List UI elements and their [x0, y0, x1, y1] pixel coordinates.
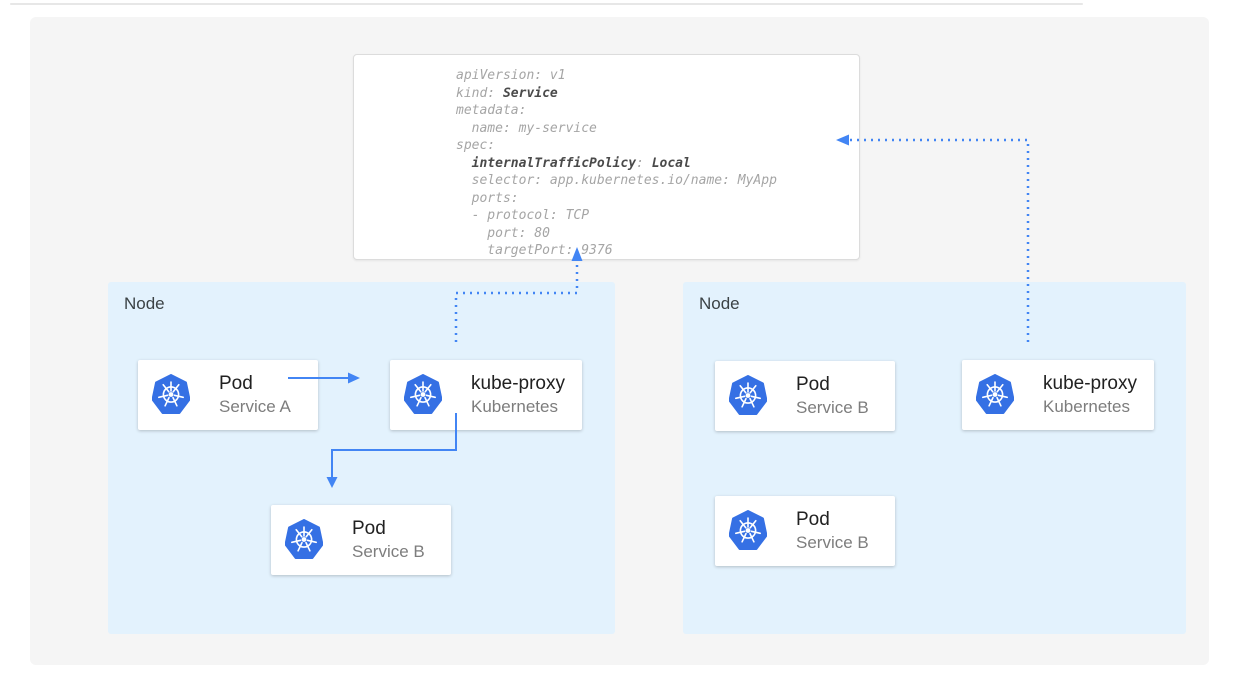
service-yaml-card: apiVersion: v1 kind: Service metadata: nam…: [353, 54, 860, 260]
yaml-line: kind: Service: [456, 85, 558, 101]
yaml-line: metadata:: [456, 103, 527, 118]
node-box-left: Node Pod Service A: [108, 282, 615, 634]
kubernetes-icon: [976, 374, 1014, 414]
card-pod-service-b-bottom: Pod Service B: [715, 496, 895, 566]
yaml-line: ports:: [456, 190, 519, 206]
card-title: Pod: [219, 373, 253, 394]
card-title: Pod: [796, 509, 830, 530]
card-pod-service-b-top: Pod Service B: [715, 361, 895, 431]
card-title: Pod: [796, 374, 830, 395]
card-text: Pod Service B: [796, 508, 869, 554]
card-kube-proxy-left: kube-proxy Kubernetes: [390, 360, 582, 430]
yaml-line: port: 80: [456, 225, 550, 241]
node-box-right: Node Pod Service B: [683, 282, 1186, 634]
card-subtitle: Service B: [796, 533, 869, 552]
node-label: Node: [124, 294, 165, 313]
kubernetes-icon: [729, 510, 767, 550]
yaml-line: name: my-service: [456, 120, 597, 136]
yaml-line: apiVersion: v1: [456, 68, 566, 83]
card-text: kube-proxy Kubernetes: [1043, 372, 1137, 418]
yaml-line: spec:: [456, 138, 496, 153]
card-title: Pod: [352, 518, 386, 539]
card-title: kube-proxy: [471, 373, 565, 394]
card-subtitle: Kubernetes: [471, 397, 558, 416]
service-yaml-code: apiVersion: v1 kind: Service metadata: nam…: [456, 67, 859, 260]
yaml-line: targetPort: 9376: [456, 243, 613, 258]
card-kube-proxy-right: kube-proxy Kubernetes: [962, 360, 1154, 430]
card-subtitle: Service A: [219, 397, 291, 416]
card-subtitle: Service B: [796, 398, 869, 417]
card-title: kube-proxy: [1043, 373, 1137, 394]
card-subtitle: Service B: [352, 542, 425, 561]
yaml-line: internalTrafficPolicy: Local: [471, 155, 691, 171]
card-text: Pod Service B: [352, 517, 425, 563]
kubernetes-icon: [152, 374, 190, 414]
kubernetes-icon: [729, 375, 767, 415]
card-subtitle: Kubernetes: [1043, 397, 1130, 416]
kubernetes-icon: [404, 374, 442, 414]
kubernetes-icon: [285, 519, 323, 559]
diagram-canvas: apiVersion: v1 kind: Service metadata: nam…: [30, 17, 1209, 665]
card-pod-service-a: Pod Service A: [138, 360, 318, 430]
card-text: kube-proxy Kubernetes: [471, 372, 565, 418]
card-text: Pod Service A: [219, 372, 291, 418]
yaml-line: - protocol: TCP: [456, 208, 590, 223]
node-label: Node: [699, 294, 740, 313]
card-text: Pod Service B: [796, 373, 869, 419]
top-border-line: [10, 3, 1083, 5]
yaml-line: selector: app.kubernetes.io/name: MyApp: [456, 173, 777, 188]
card-pod-service-b-left: Pod Service B: [271, 505, 451, 575]
